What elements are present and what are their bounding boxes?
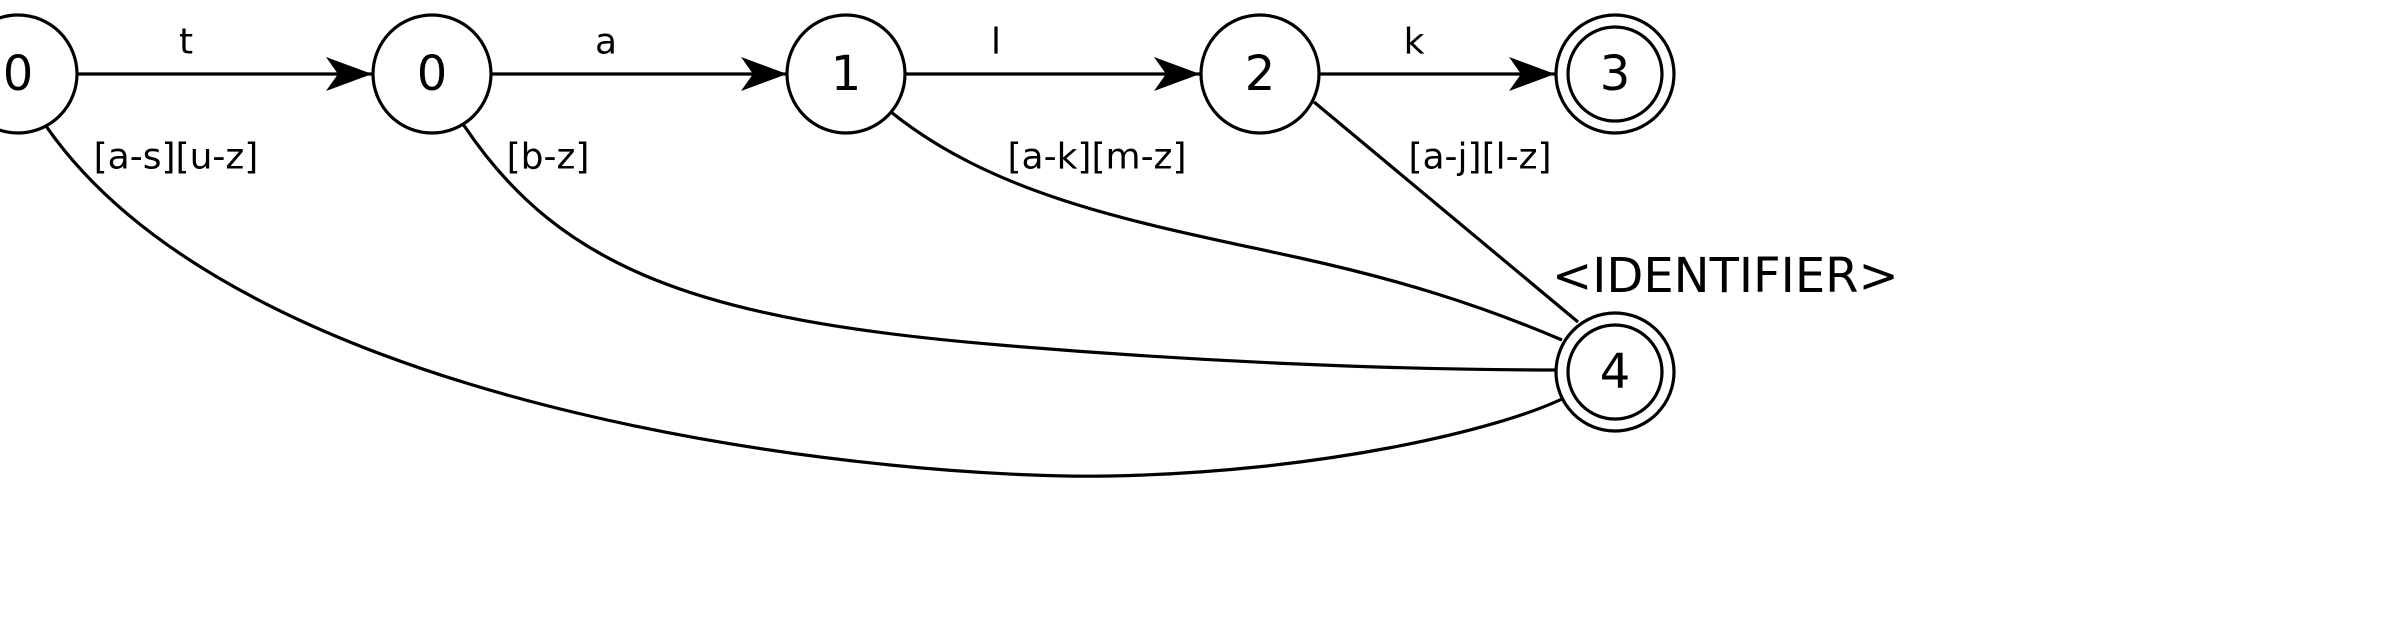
arrowhead-0-to-1 — [741, 57, 787, 91]
edge-2-to-4 — [1312, 100, 1580, 324]
state-0-label: 0 — [417, 46, 448, 102]
state-1-circle — [785, 13, 907, 135]
edge-label-2-to-4: [a-j][l-z] — [1408, 137, 1551, 178]
state-3-inner-circle — [1566, 25, 1664, 123]
state-3-accepting: 3 — [1554, 13, 1676, 135]
state-4-label: 4 — [1600, 344, 1631, 400]
edge-0-to-4 — [461, 123, 1561, 372]
edge-label-1-to-2: l — [991, 22, 1001, 63]
arrowhead-2-to-3 — [1509, 57, 1555, 91]
state-start: 0 — [0, 13, 79, 135]
edge-label-0-to-4: [b-z] — [507, 137, 590, 178]
state-0-circle — [371, 13, 493, 135]
state-2-circle — [1199, 13, 1321, 135]
state-4-accepting: 4 — [1554, 311, 1676, 433]
arrowhead-start-to-0 — [326, 57, 372, 91]
arrowhead-1-to-2 — [1154, 57, 1200, 91]
token-identifier-label: <IDENTIFIER> — [1552, 248, 1899, 304]
state-2: 2 — [1199, 13, 1321, 135]
state-4-outer-circle — [1554, 311, 1676, 433]
state-start-circle — [0, 13, 79, 135]
edge-label-0-to-1: a — [595, 22, 617, 63]
state-3-outer-circle — [1554, 13, 1676, 135]
state-0: 0 — [371, 13, 493, 135]
state-1-label: 1 — [831, 46, 862, 102]
edge-1-to-4 — [889, 110, 1563, 342]
state-1: 1 — [785, 13, 907, 135]
edge-label-start-to-4: [a-s][u-z] — [94, 137, 259, 178]
state-2-label: 2 — [1245, 46, 1276, 102]
edge-label-2-to-3: k — [1404, 22, 1425, 63]
state-3-label: 3 — [1600, 46, 1631, 102]
edge-start-to-4 — [44, 125, 1567, 478]
state-4-inner-circle — [1566, 323, 1664, 421]
edge-label-1-to-4: [a-k][m-z] — [1007, 137, 1186, 178]
state-start-label: 0 — [3, 46, 34, 102]
edge-label-start-to-0: t — [179, 22, 193, 63]
